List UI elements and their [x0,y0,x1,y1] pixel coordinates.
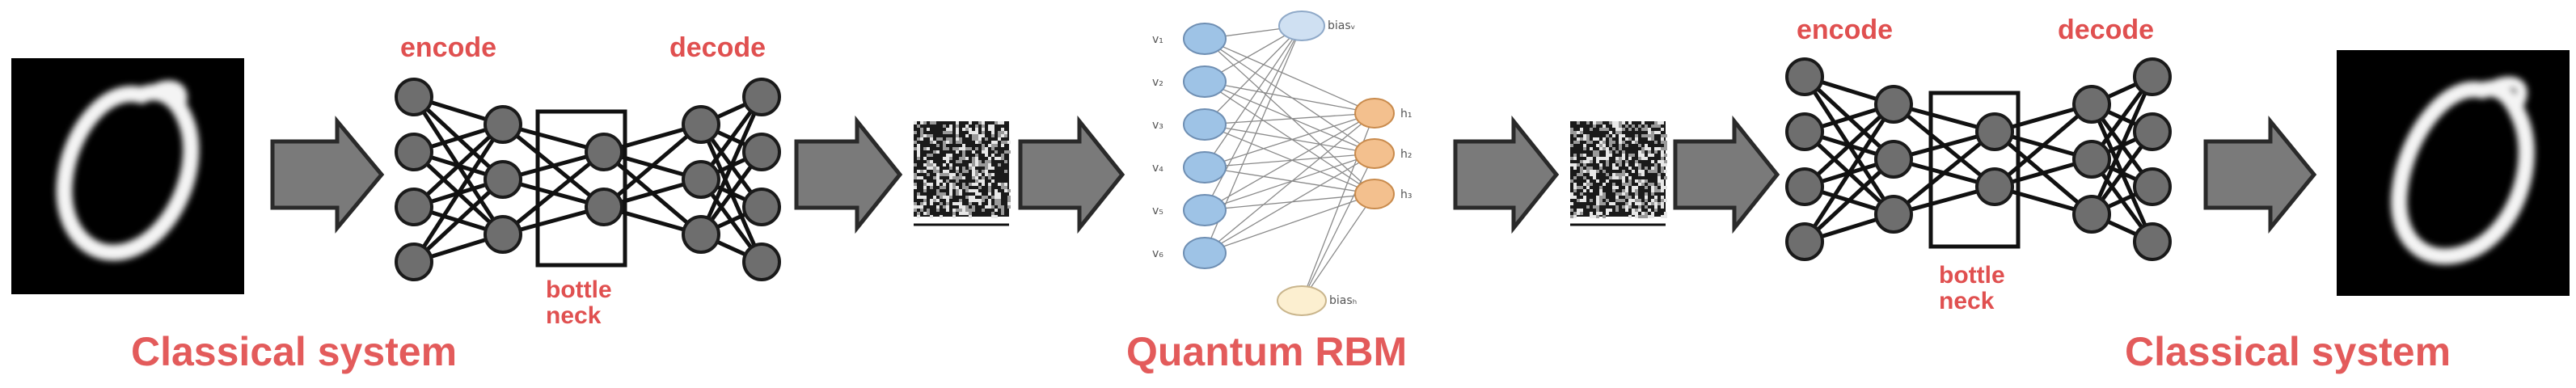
right-net-neuron [2133,222,2172,261]
encode-label-right: encode [1797,15,1893,45]
autoencoder-network-right [1785,57,2172,261]
left-net-edge [501,150,606,236]
right-net-neuron [2072,85,2111,124]
left-net-neuron [742,188,781,226]
arrow-5 [1673,115,1780,234]
arrow-4 [1453,115,1560,234]
right-net-neuron [1874,195,1913,234]
left-net-neuron [484,215,522,254]
rbm-hidden-unit-label: h₂ [1400,148,1413,161]
right-net-neuron [2133,112,2172,151]
caption-classical-system-right: Classical system [2125,329,2451,374]
rbm-bias-visible-label: biasᵥ [1328,19,1356,32]
quantum-rbm-graph: v₁ v₂ v₃ v₄ v₅ v₆ h₁ h₂ h₃ biasᵥ biasₕ [1152,11,1413,316]
rbm-hidden-unit [1354,138,1395,169]
left-net-neuron [742,78,781,116]
right-net-edge [1803,158,1895,243]
rbm-visible-unit-label: v₂ [1152,76,1163,89]
rbm-visible-unit-label: v₄ [1152,162,1163,175]
right-net-edge [1803,103,1895,188]
right-net-edge [1993,103,2093,188]
right-net-neuron [1785,167,1824,206]
arrow-3 [1018,115,1125,234]
left-net-neuron [395,78,433,116]
rbm-visible-unit-label: v₃ [1152,119,1163,132]
latent-noise-image-right [1570,121,1667,226]
left-net-neuron [395,133,433,171]
rbm-visible-unit [1183,108,1227,141]
left-net-edge [412,123,505,264]
rbm-hidden-unit-label: h₁ [1400,108,1413,120]
right-net-edge [1892,130,1996,216]
rbm-visible-unit [1183,194,1227,226]
right-net-neuron [1785,112,1824,151]
rbm-hidden-unit [1354,179,1395,209]
caption-classical-system-left: Classical system [131,329,457,374]
rbm-hidden-unit-label: h₃ [1400,188,1413,201]
decode-label-right: decode [2058,15,2154,45]
right-net-neuron [2133,57,2172,96]
left-net-nodes [395,78,781,281]
left-net-neuron [395,242,433,281]
left-net-neuron [484,160,522,199]
rbm-hidden-unit [1354,98,1395,129]
left-net-neuron [682,105,720,144]
rbm-visible-unit-label: v₆ [1152,247,1163,260]
left-net-neuron [585,133,623,171]
left-net-neuron [585,188,623,226]
latent-noise-image-left [914,121,1011,226]
rbm-bias-hidden-label: biasₕ [1329,294,1357,307]
bottleneck-label-right-1: bottle [1939,262,2005,289]
output-digit-image [2337,50,2570,296]
bottleneck-box-right [1928,91,2021,249]
arrow-1 [270,116,385,234]
rbm-visible-unit-label: v₁ [1152,33,1163,46]
left-net-neuron [395,188,433,226]
right-net-neuron [1785,222,1824,261]
rbm-visible-unit [1183,23,1227,55]
right-net-neuron [1874,85,1913,124]
autoencoder-network-left [395,78,781,281]
bottleneck-label-left-2: neck [546,302,602,329]
right-net-neuron [2072,140,2111,179]
left-net-neuron [682,160,720,199]
arrow-2 [794,115,903,234]
right-net-edge [2089,75,2155,216]
left-net-edge [412,178,505,264]
bottleneck-label-right-2: neck [1939,288,1995,314]
decode-label-left: decode [669,32,766,63]
input-digit-image [11,58,244,294]
right-net-neuron [2072,195,2111,234]
left-net-neuron [742,133,781,171]
right-net-neuron [2133,167,2172,206]
rbm-visible-unit [1183,237,1227,269]
left-net-neuron [742,242,781,281]
right-net-neuron [1785,57,1824,96]
caption-quantum-rbm: Quantum RBM [1126,329,1407,374]
right-net-nodes [1785,57,2172,261]
rbm-visible-unit [1183,65,1227,98]
rbm-edges [1204,25,1375,302]
rbm-bias-visible-unit [1278,11,1325,41]
encode-label-left: encode [400,32,496,63]
right-net-neuron [1975,167,2014,206]
left-net-edge [412,123,505,209]
left-net-neuron [682,215,720,254]
rbm-visible-unit-label: v₅ [1152,205,1163,217]
right-net-neuron [1874,140,1913,179]
rbm-bias-hidden-unit [1277,285,1327,316]
bottleneck-box-left [535,109,627,268]
left-net-neuron [484,105,522,144]
bottleneck-label-left-1: bottle [546,276,612,303]
rbm-visible-unit [1183,151,1227,183]
left-net-edge [699,95,764,236]
right-net-edge [1802,103,1896,243]
arrow-6 [2203,115,2317,234]
right-net-neuron [1975,112,2014,151]
left-net-edge [602,123,703,209]
